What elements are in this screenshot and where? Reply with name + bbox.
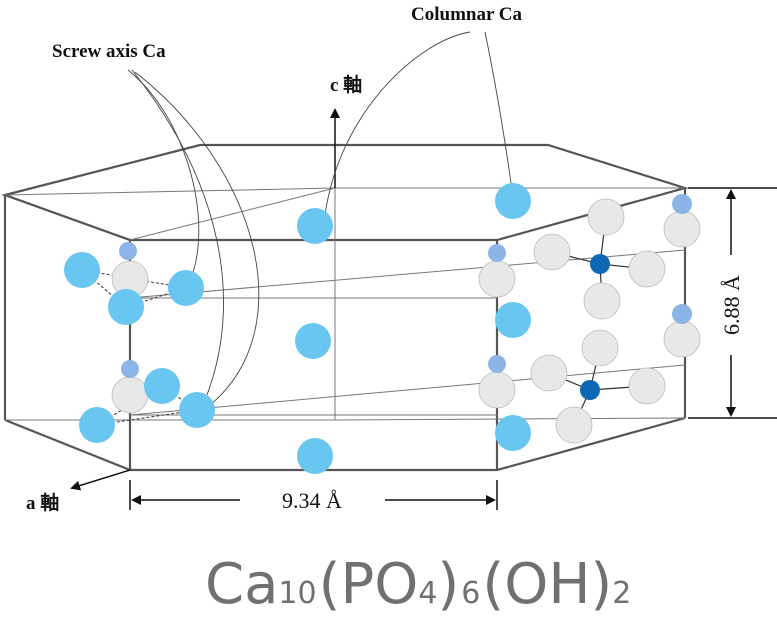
width-dimension-label: 9.34 Å [282,488,342,513]
screw-axis-ca-label: Screw axis Ca [52,41,166,62]
calcium-atoms [64,183,531,474]
phosphorus-atoms [580,254,610,400]
formula-close-paren-1: ) [437,552,459,617]
hydroxyl-atoms [119,194,692,378]
formula-sub-2: 2 [612,576,631,611]
height-dimension-label: 6.88 Å [719,275,744,335]
formula-open-paren-2: ( [482,552,504,617]
a-axis-arrow [70,469,131,491]
chemical-formula: Ca10(PO4)6(OH)2 [205,552,631,617]
oxygen-atoms [111,198,701,444]
height-dimension [688,187,777,419]
c-axis-label: c 軸 [330,73,362,96]
formula-ca: Ca [205,552,278,617]
formula-po: PO [340,552,418,617]
formula-sub-4: 4 [418,576,437,611]
formula-open-paren-1: ( [319,552,341,617]
formula-close-paren-2: ) [590,552,612,617]
leader-lines [127,31,513,406]
width-dimension [129,480,498,510]
formula-sub-10: 10 [278,576,316,611]
a-axis-label: a 軸 [26,491,59,514]
formula-sub-6: 6 [461,576,480,611]
columnar-ca-label: Columnar Ca [411,4,523,25]
formula-oh: OH [504,552,590,617]
